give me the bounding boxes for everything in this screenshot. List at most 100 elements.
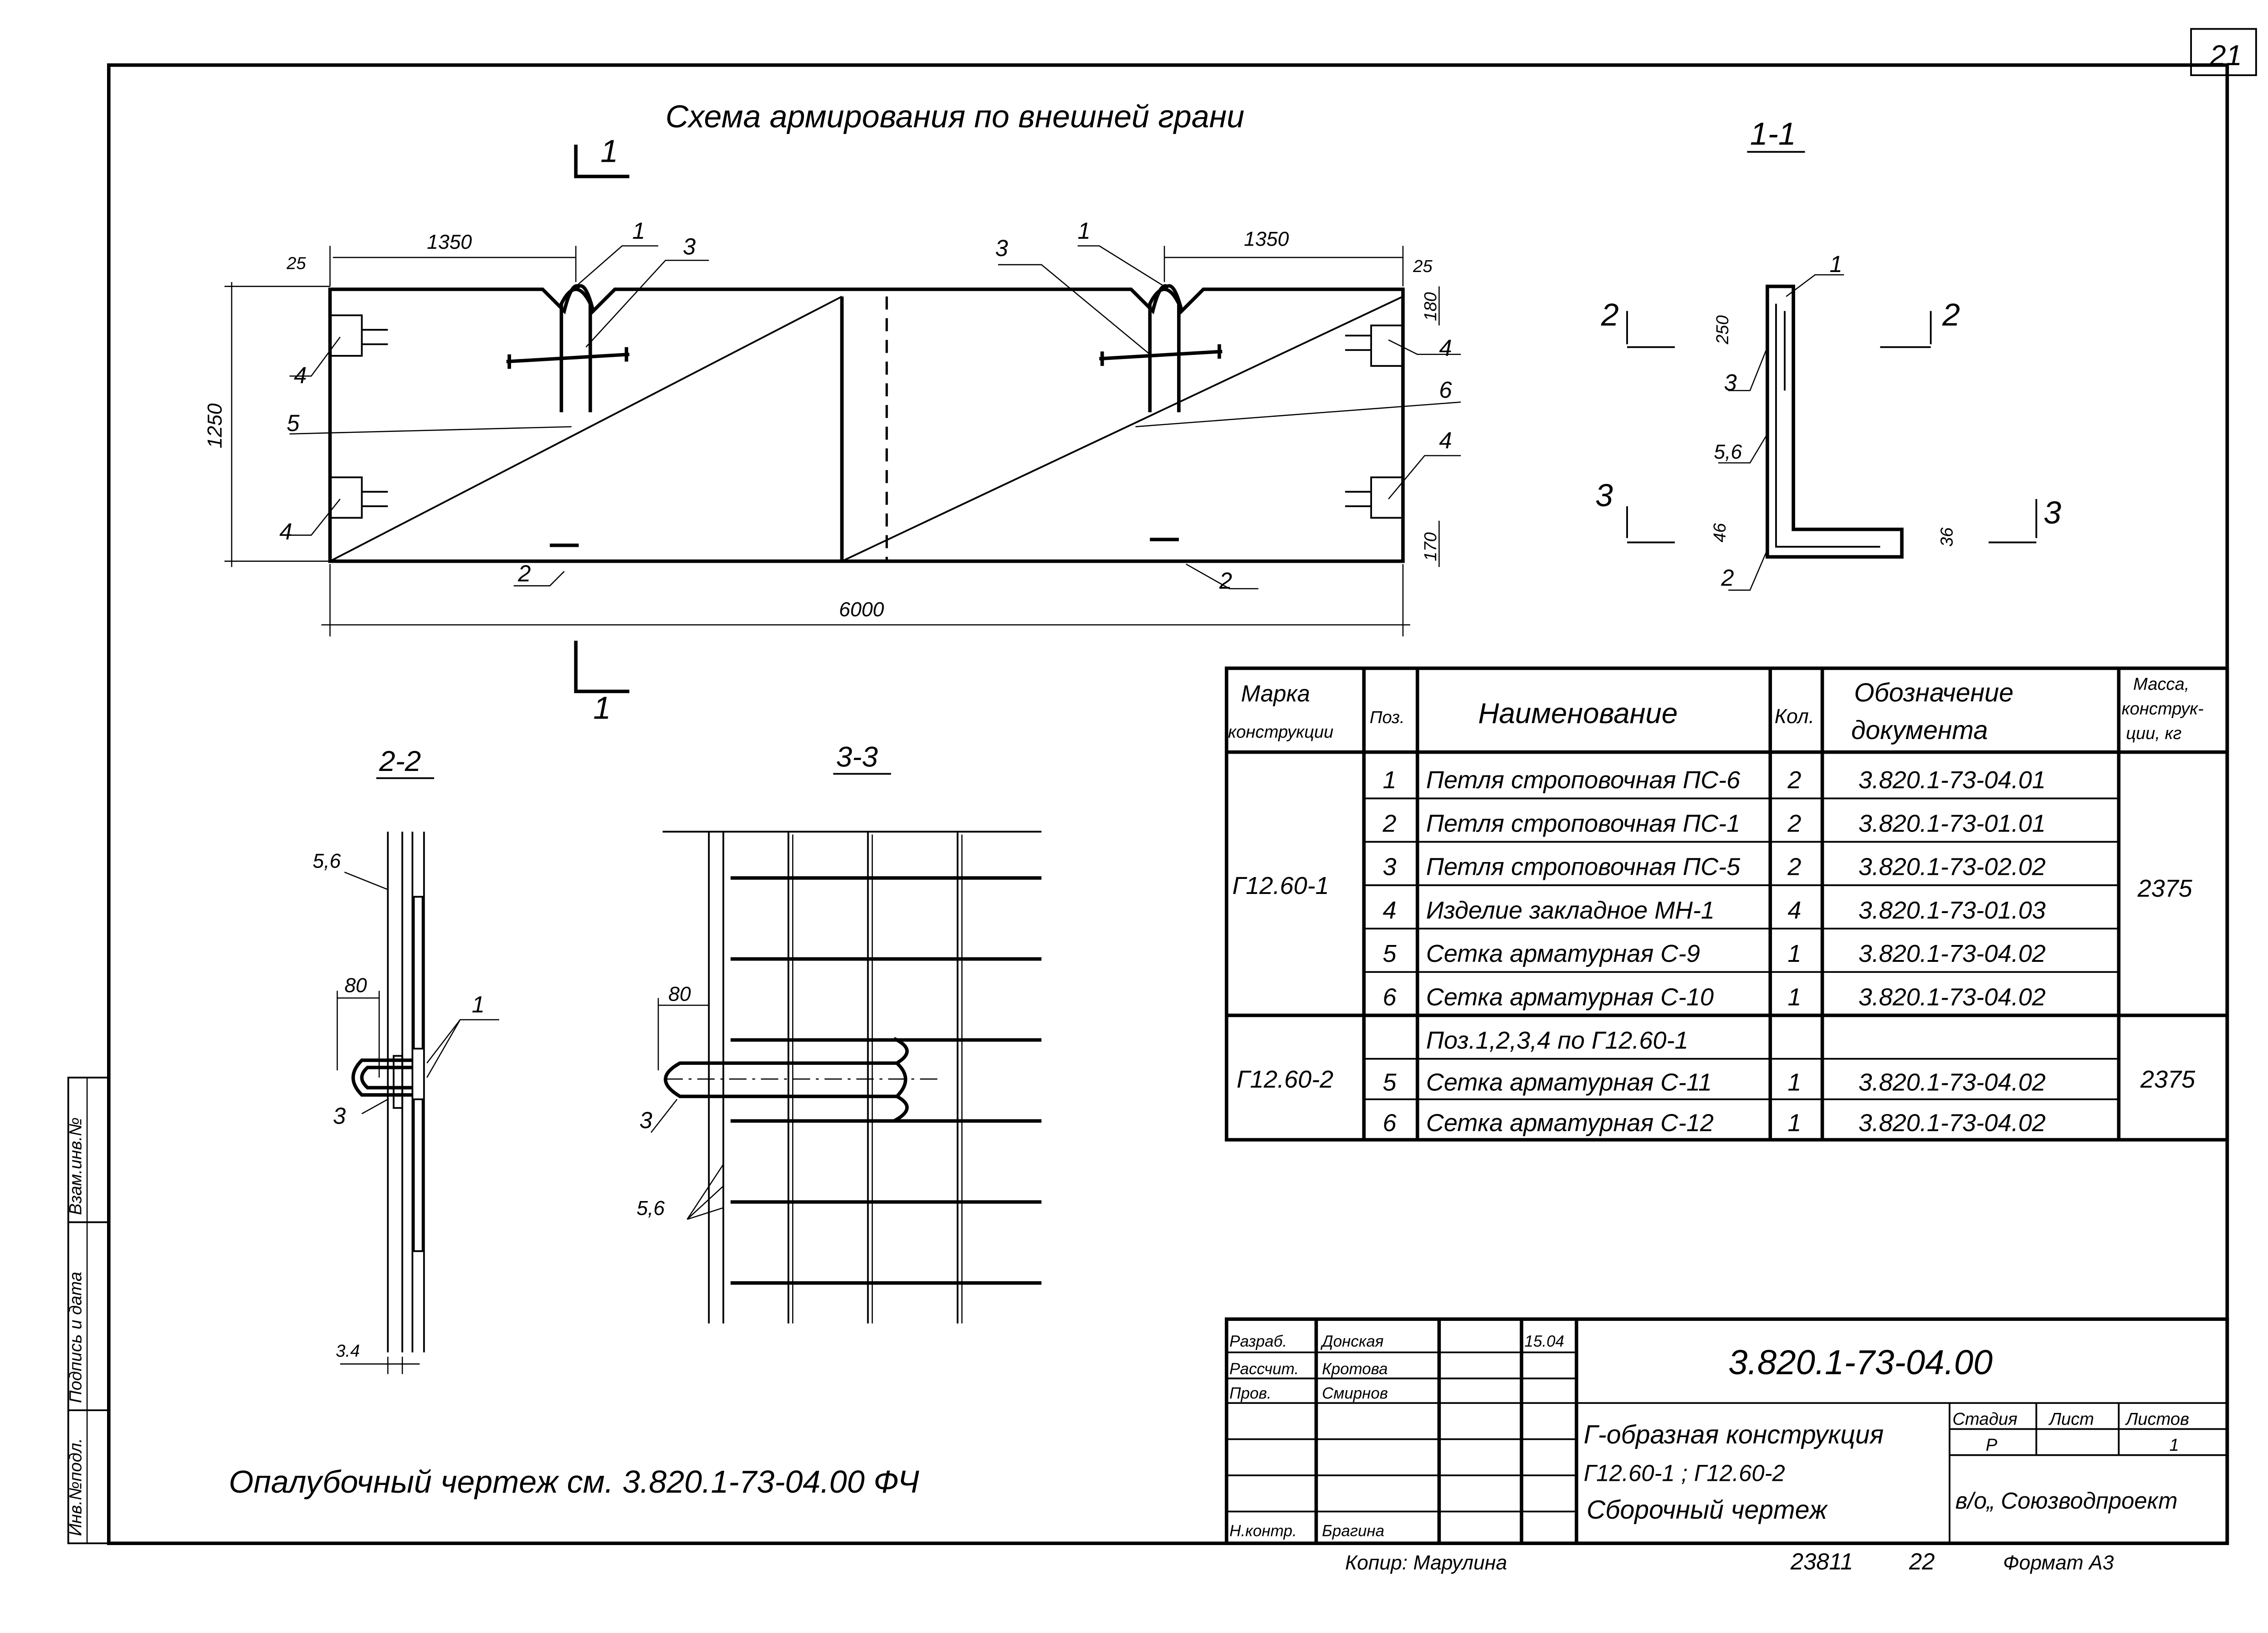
section-2-2-callout-56: 5,6 bbox=[312, 850, 341, 873]
row-qty: 2 bbox=[1787, 766, 1801, 794]
header-mark-1: Марка bbox=[1241, 681, 1310, 707]
row-qty: 2 bbox=[1787, 810, 1801, 837]
title-line-2: Г12.60-1 ; Г12.60-2 bbox=[1584, 1460, 1785, 1486]
formwork-note: Опалубочный чертеж см. 3.820.1-73-04.00 … bbox=[229, 1464, 919, 1499]
role-name: Брагина bbox=[1322, 1522, 1384, 1540]
sheet-number-box bbox=[2190, 28, 2257, 76]
stage-value: Р bbox=[1986, 1436, 1997, 1455]
section-3-3-title: 3-3 bbox=[836, 741, 878, 773]
role-label: Н.контр. bbox=[1229, 1522, 1297, 1540]
header-mass-2: конструк- bbox=[2122, 699, 2204, 719]
header-name: Наименование bbox=[1478, 698, 1678, 729]
header-mass-3: ции, кг bbox=[2126, 724, 2181, 743]
group-mass: 2375 bbox=[2137, 875, 2193, 902]
role-date: 15.04 bbox=[1525, 1332, 1564, 1350]
row-pos: 4 bbox=[1383, 897, 1397, 924]
row-doc: 3.820.1-73-04.02 bbox=[1858, 1109, 2046, 1136]
dim-loop-right: 1350 bbox=[1244, 228, 1289, 251]
elevation-view: 6000 1250 1350 1350 25 25 180 170 1 1 1 … bbox=[204, 134, 1461, 726]
group-mass: 2375 bbox=[2140, 1066, 2196, 1093]
order-number: 23811 bbox=[1790, 1548, 1853, 1574]
callout-1-left: 1 bbox=[632, 218, 645, 244]
row-qty: 1 bbox=[1787, 940, 1801, 967]
sheet-number: 21 bbox=[2209, 40, 2242, 72]
dim-1-1-top: 250 bbox=[1713, 315, 1732, 345]
row-doc: 3.820.1-73-02.02 bbox=[1858, 853, 2046, 881]
row-pos: 6 bbox=[1383, 983, 1397, 1011]
dim-top-insert: 180 bbox=[1421, 292, 1440, 321]
row-pos: 5 bbox=[1383, 940, 1397, 967]
role-name: Кротова bbox=[1322, 1360, 1387, 1378]
row-doc: 3.820.1-73-01.03 bbox=[1858, 897, 2046, 924]
group-mark: Г12.60-1 bbox=[1232, 872, 1329, 899]
organization: в/о„ Союзводпроект bbox=[1956, 1488, 2178, 1514]
side-stamp: Инв.№подл. Подпись и дата Взам.инв.№ bbox=[66, 1077, 110, 1545]
document-code: 3.820.1-73-04.00 bbox=[1728, 1343, 1992, 1382]
row-pos: 6 bbox=[1383, 1109, 1397, 1136]
role-label: Рассчит. bbox=[1229, 1360, 1299, 1378]
footer: Копир: Марулина 23811 22 Формат А3 bbox=[1345, 1548, 2114, 1574]
row-name: Сетка арматурная С-11 bbox=[1426, 1069, 1712, 1096]
row-doc: 3.820.1-73-04.02 bbox=[1858, 1069, 2046, 1096]
main-title: Схема армирования по внешней грани bbox=[666, 98, 1244, 134]
section-1-1-mark-2-left: 2 bbox=[1601, 297, 1619, 332]
row-qty: 2 bbox=[1787, 853, 1801, 881]
row-doc: 3.820.1-73-04.02 bbox=[1858, 940, 2046, 967]
section-mark-top: 1 bbox=[600, 134, 618, 169]
callout-3-right: 3 bbox=[995, 235, 1008, 261]
dim-edge-left: 25 bbox=[286, 254, 306, 273]
row-name: Сетка арматурная С-12 bbox=[1426, 1109, 1714, 1136]
page-number: 22 bbox=[1909, 1548, 1935, 1574]
row-name: Петля строповочная ПС-6 bbox=[1426, 766, 1741, 794]
section-1-1-mark-2-right: 2 bbox=[1942, 297, 1960, 332]
row-pos: 3 bbox=[1383, 853, 1397, 881]
dim-edge-right: 25 bbox=[1413, 257, 1433, 276]
callout-4-top-right: 4 bbox=[1439, 335, 1452, 361]
section-3-3-callout-56: 5,6 bbox=[636, 1197, 665, 1220]
spec-table: Марка конструкции Поз. Наименование Кол.… bbox=[1224, 666, 2229, 1142]
section-2-2: 2-2 80 5,6 3 1 3.4 bbox=[312, 745, 499, 1374]
section-1-1-title: 1-1 bbox=[1750, 116, 1796, 151]
title-line-3: Сборочный чертеж bbox=[1587, 1495, 1828, 1525]
section-2-2-dim-34: 3.4 bbox=[336, 1342, 360, 1361]
row-name: Сетка арматурная С-10 bbox=[1426, 983, 1714, 1011]
header-qty: Кол. bbox=[1775, 705, 1814, 728]
callout-2-right: 2 bbox=[1219, 568, 1232, 594]
section-1-1-mark-3-left: 3 bbox=[1595, 478, 1613, 513]
title-line-1: Г-образная конструкция bbox=[1584, 1420, 1884, 1449]
callout-4-bottom-right: 4 bbox=[1439, 427, 1452, 453]
header-pos: Поз. bbox=[1370, 708, 1405, 727]
sheet-label: Лист bbox=[2048, 1410, 2094, 1429]
role-name: Смирнов bbox=[1322, 1385, 1388, 1402]
copier: Копир: Марулина bbox=[1345, 1551, 1507, 1574]
stage-label: Стадия bbox=[1952, 1410, 2017, 1429]
row-name: Петля строповочная ПС-5 bbox=[1426, 853, 1741, 881]
row-qty: 1 bbox=[1787, 1069, 1801, 1096]
dim-total-length: 6000 bbox=[839, 598, 884, 621]
stamp-sign-date: Подпись и дата bbox=[66, 1272, 85, 1403]
row-name: Изделие закладное МН-1 bbox=[1426, 897, 1715, 924]
section-mark-bottom: 1 bbox=[593, 690, 611, 726]
sheets-value: 1 bbox=[2169, 1436, 2179, 1455]
role-name: Донская bbox=[1320, 1332, 1383, 1350]
row-doc: 3.820.1-73-04.01 bbox=[1858, 766, 2046, 794]
section-3-3: 3-3 80 3 5,6 bbox=[636, 741, 1042, 1324]
stamp-inv-orig: Инв.№подл. bbox=[66, 1438, 85, 1536]
dim-1-1-bottom-right: 36 bbox=[1937, 527, 1956, 547]
callout-4-bottom-left: 4 bbox=[279, 519, 292, 544]
header-mark-2: конструкции bbox=[1228, 723, 1334, 742]
dim-1-1-bottom-left: 46 bbox=[1710, 523, 1730, 542]
dim-height: 1250 bbox=[204, 403, 226, 448]
row-qty: 1 bbox=[1787, 983, 1801, 1011]
section-3-3-dim-80: 80 bbox=[668, 983, 691, 1006]
row-name: Петля строповочная ПС-1 bbox=[1426, 810, 1741, 837]
section-1-1-callout-1: 1 bbox=[1829, 251, 1842, 277]
row-qty: 4 bbox=[1787, 897, 1801, 924]
dim-loop-left: 1350 bbox=[427, 231, 472, 253]
section-2-2-callout-1: 1 bbox=[472, 991, 485, 1017]
callout-6: 6 bbox=[1439, 377, 1452, 403]
callout-3-left: 3 bbox=[683, 234, 696, 260]
row-name: Поз.1,2,3,4 по Г12.60-1 bbox=[1426, 1027, 1689, 1054]
role-label: Пров. bbox=[1229, 1385, 1271, 1402]
